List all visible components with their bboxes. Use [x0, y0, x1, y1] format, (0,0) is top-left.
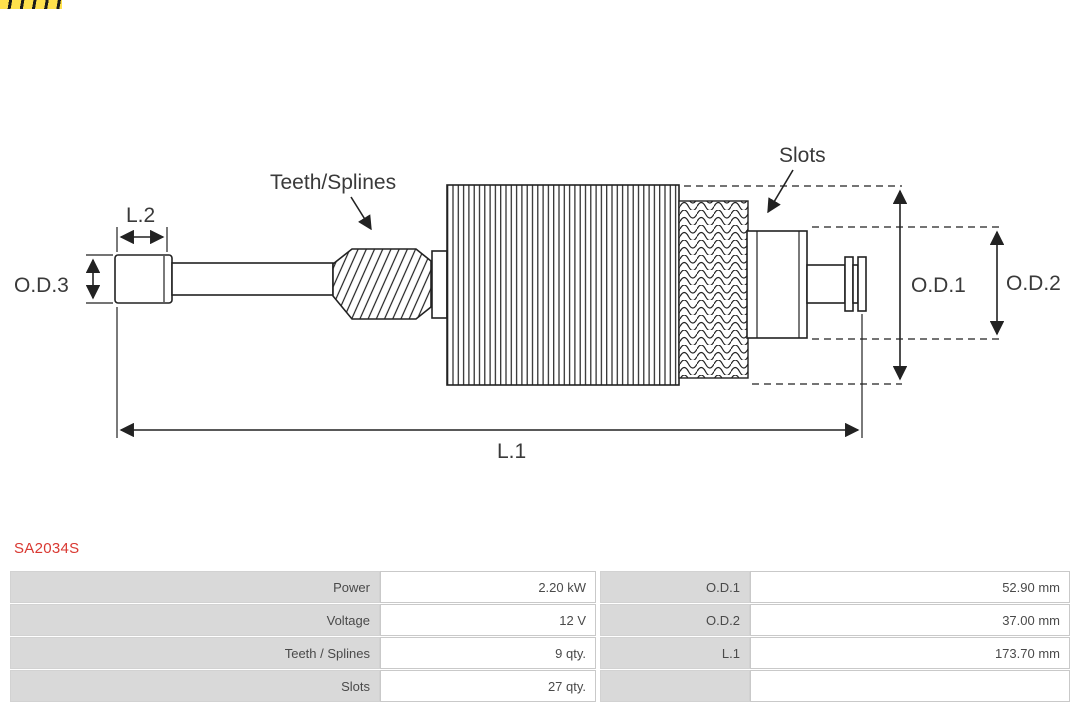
- spec-value-cell: 27 qty.: [380, 670, 596, 702]
- shaft: [171, 262, 334, 296]
- spec-label-cell: Power: [10, 571, 380, 603]
- dim-label-od3: O.D.3: [14, 274, 69, 297]
- spec-row: Teeth / Splines 9 qty. L.1 173.70 mm: [10, 637, 1070, 669]
- armature-technical-diagram: Teeth/Splines Slots L.2 O.D.3 O.D.1 O.D.…: [14, 144, 1061, 463]
- spec-row: Voltage 12 V O.D.2 37.00 mm: [10, 604, 1070, 636]
- spec-label-cell: L.1: [600, 637, 750, 669]
- spec-value-cell: 12 V: [380, 604, 596, 636]
- shaft-end: [806, 264, 846, 304]
- end-spool-disc-left: [844, 256, 854, 312]
- spec-label-cell: Slots: [10, 670, 380, 702]
- as-pl-logo-fragment: [0, 0, 62, 9]
- dim-label-teeth-splines: Teeth/Splines: [270, 171, 396, 194]
- armature-drawing: [114, 184, 867, 386]
- spec-value-cell: 2.20 kW: [380, 571, 596, 603]
- spec-value-cell: 9 qty.: [380, 637, 596, 669]
- dim-label-l1: L.1: [497, 440, 526, 463]
- spec-label-cell: [600, 670, 750, 702]
- spec-row: Power 2.20 kW O.D.1 52.90 mm: [10, 571, 1070, 603]
- spec-label-cell: Teeth / Splines: [10, 637, 380, 669]
- dimension-annotations: [85, 169, 1005, 438]
- spec-value-cell: 173.70 mm: [750, 637, 1070, 669]
- spec-label-cell: O.D.2: [600, 604, 750, 636]
- spec-label-cell: Voltage: [10, 604, 380, 636]
- commutator-winding-mesh: [678, 200, 749, 379]
- teeth-splines-pointer-arrow: [350, 196, 372, 231]
- dim-label-l2: L.2: [126, 204, 155, 227]
- collar-ring: [431, 250, 448, 319]
- spec-value-cell: [750, 670, 1070, 702]
- dim-label-slots: Slots: [779, 144, 826, 167]
- spec-value-cell: 52.90 mm: [750, 571, 1070, 603]
- spec-table: Power 2.20 kW O.D.1 52.90 mm Voltage 12 …: [10, 571, 1070, 703]
- spec-row: Slots 27 qty.: [10, 670, 1070, 702]
- end-spool-disc-right: [857, 256, 867, 312]
- spline-section: [332, 248, 432, 320]
- part-number: SA2034S: [14, 540, 80, 557]
- commutator-cylinder: [746, 230, 808, 339]
- dim-label-od1: O.D.1: [911, 274, 966, 297]
- slots-pointer-arrow: [767, 169, 794, 214]
- spec-label-cell: O.D.1: [600, 571, 750, 603]
- dim-label-od2: O.D.2: [1006, 272, 1061, 295]
- spec-value-cell: 37.00 mm: [750, 604, 1070, 636]
- laminated-core: [446, 184, 680, 386]
